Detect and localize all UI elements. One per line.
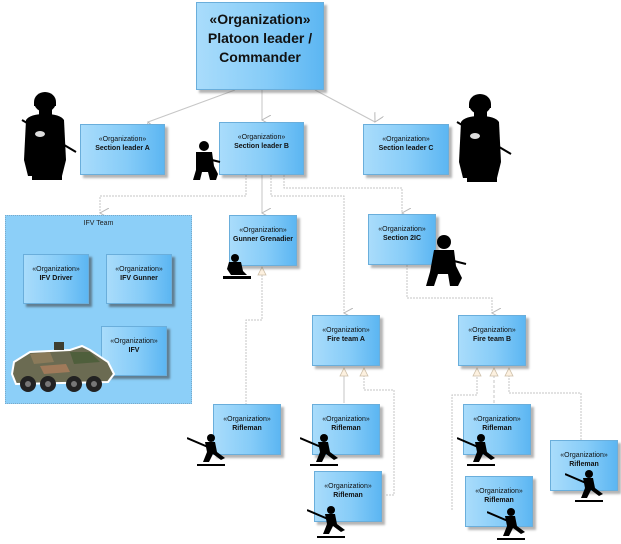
node-name: IFV Gunner — [120, 275, 158, 282]
connector-commander-section-c — [314, 89, 375, 122]
node-stereotype: «Organization» — [324, 483, 372, 490]
generalization-head — [257, 266, 267, 276]
node-name: Fire team A — [327, 336, 365, 343]
running-soldier-icon — [187, 434, 225, 466]
node-stereotype: «Organization» — [322, 416, 370, 423]
node-name: Section leader B — [234, 143, 289, 150]
generalization-head — [339, 367, 349, 377]
node-stereotype: «Organization» — [223, 416, 271, 423]
connector-sectionb-2ic — [283, 175, 402, 213]
connector-sectionb-ifvteam — [100, 175, 247, 213]
node-name: Rifleman — [331, 425, 361, 432]
container-title: IFV Team — [83, 220, 114, 227]
running-soldier-icon — [307, 506, 345, 538]
node-name: Platoon leader / Commander — [207, 30, 313, 65]
node-ifv[interactable]: «Organization» IFV — [101, 326, 167, 376]
node-stereotype: «Organization» — [475, 488, 523, 495]
running-soldier-icon — [565, 470, 603, 502]
node-rifleman[interactable]: «Organization» Rifleman — [465, 476, 533, 527]
node-gunner-grenadier[interactable]: «Organization» Gunner Grenadier — [229, 215, 297, 266]
connector-2ic-fireteamb — [406, 265, 492, 313]
node-stereotype: «Organization» — [209, 11, 311, 27]
node-platoon-leader[interactable]: «Organization» Platoon leader / Commande… — [196, 2, 324, 90]
node-name: Gunner Grenadier — [233, 236, 293, 243]
node-section-leader-a[interactable]: «Organization» Section leader A — [80, 124, 165, 175]
node-name: Rifleman — [482, 425, 512, 432]
kneeling-soldier-icon — [223, 254, 251, 279]
node-stereotype: «Organization» — [473, 416, 521, 423]
node-section-2ic[interactable]: «Organization» Section 2IC — [368, 214, 436, 265]
node-stereotype: «Organization» — [560, 452, 608, 459]
running-soldier-icon — [487, 508, 525, 540]
node-stereotype: «Organization» — [110, 338, 158, 345]
node-stereotype: «Organization» — [115, 266, 163, 273]
connector-rifleman1-gunner — [245, 274, 263, 405]
node-rifleman[interactable]: «Organization» Rifleman — [314, 471, 382, 522]
connector-commander-section-a — [148, 89, 236, 122]
node-stereotype: «Organization» — [98, 136, 147, 143]
node-section-leader-c[interactable]: «Organization» Section leader C — [363, 124, 449, 175]
node-ifv-gunner[interactable]: «Organization» IFV Gunner — [106, 254, 172, 304]
node-name: Section leader A — [95, 145, 150, 152]
generalization-head — [472, 367, 482, 377]
generalization-head — [359, 367, 369, 377]
node-stereotype: «Organization» — [382, 136, 430, 143]
node-name: Section leader C — [378, 145, 434, 152]
armored-vehicle-icon — [10, 342, 116, 392]
node-name: Rifleman — [569, 461, 599, 468]
node-stereotype: «Organization» — [32, 266, 80, 273]
generalization-head — [504, 367, 514, 377]
node-name: Section 2IC — [382, 235, 422, 242]
running-soldier-icon — [300, 434, 338, 466]
kneeling-soldier-icon — [193, 141, 221, 180]
node-name: Rifleman — [232, 425, 262, 432]
node-name: IFV — [128, 347, 140, 354]
running-soldier-icon — [457, 434, 495, 466]
node-name: Rifleman — [484, 497, 514, 504]
node-name: Fire team B — [472, 336, 512, 343]
node-stereotype: «Organization» — [322, 327, 370, 334]
standing-soldier-icon — [456, 94, 512, 182]
node-stereotype: «Organization» — [378, 226, 426, 233]
node-ifv-driver[interactable]: «Organization» IFV Driver — [23, 254, 89, 304]
kneeling-soldier-icon — [426, 235, 467, 286]
node-fire-team-a[interactable]: «Organization» Fire team A — [312, 315, 380, 366]
node-name: Rifleman — [333, 492, 363, 499]
node-name: IFV Driver — [39, 275, 73, 282]
node-section-leader-b[interactable]: «Organization» Section leader B — [219, 122, 304, 175]
node-stereotype: «Organization» — [239, 227, 287, 234]
connector-rifleman3-fireteama — [363, 376, 395, 496]
node-stereotype: «Organization» — [468, 327, 516, 334]
generalization-head — [489, 367, 499, 377]
node-stereotype: «Organization» — [237, 134, 286, 141]
node-fire-team-b[interactable]: «Organization» Fire team B — [458, 315, 526, 366]
connector-sectionb-fireteama — [270, 175, 344, 313]
node-rifleman[interactable]: «Organization» Rifleman — [213, 404, 281, 455]
connector-rifleman6-fireteamb — [508, 376, 582, 440]
standing-soldier-icon — [21, 92, 77, 180]
connector-rifleman4-fireteamb — [451, 376, 478, 510]
